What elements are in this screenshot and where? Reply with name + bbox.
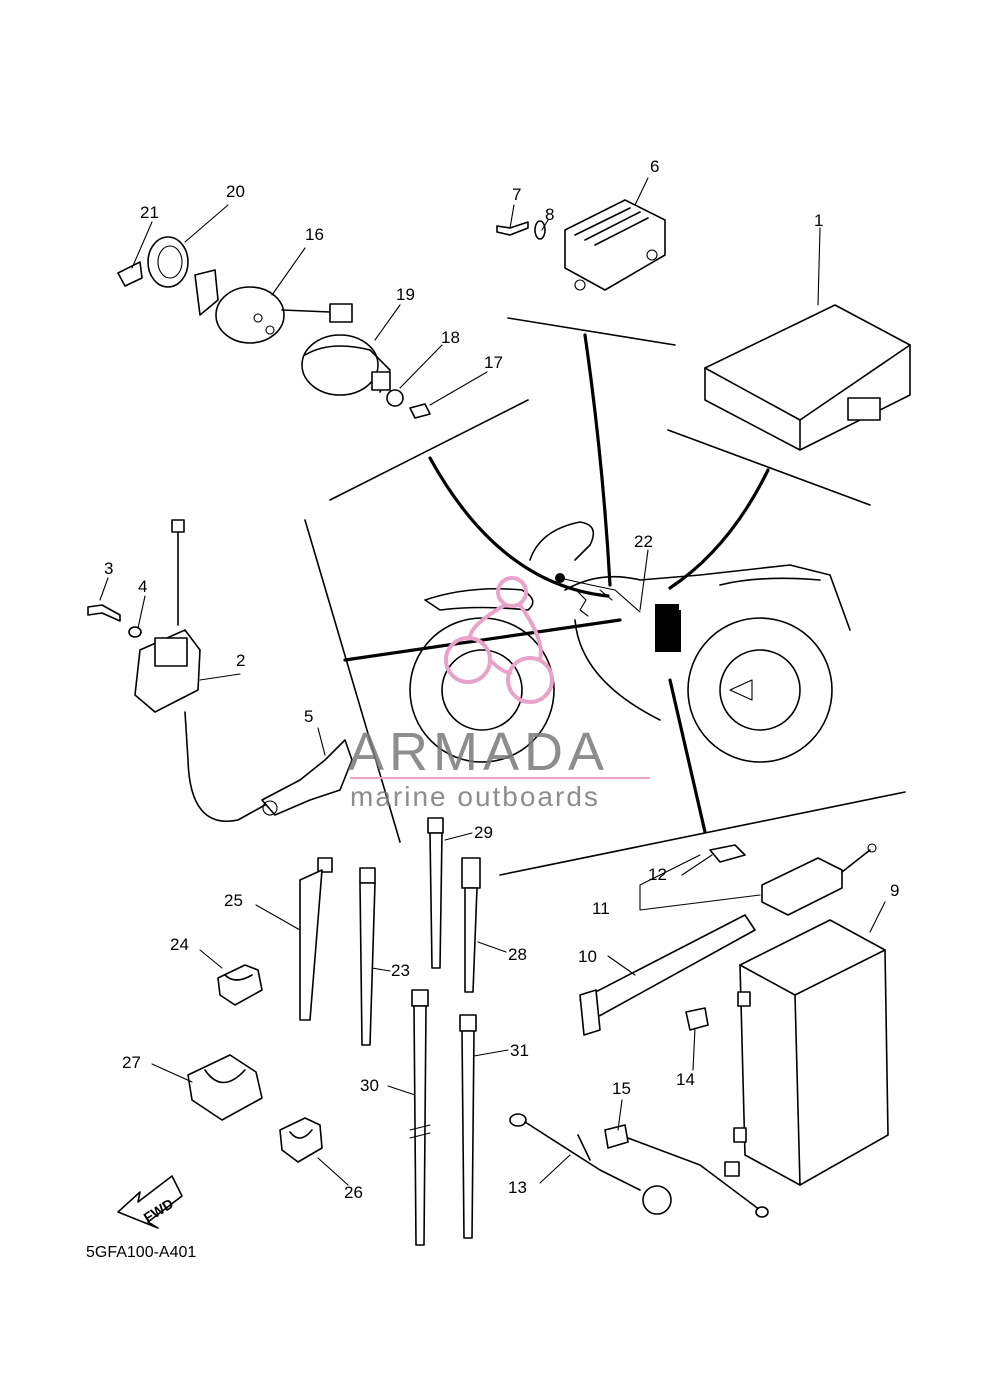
part-11-fuse-holder — [761, 843, 877, 916]
part-10-battery-band — [579, 914, 756, 1036]
callout-24: 24 — [170, 935, 189, 954]
part-21-cap — [117, 261, 143, 287]
part-26-clamp — [279, 1117, 323, 1163]
part-7-bolt — [496, 221, 529, 236]
part-24-clamp — [217, 964, 263, 1006]
callout-6: 6 — [650, 157, 659, 176]
callout-16: 16 — [305, 225, 324, 244]
callout-labels: 1 2 3 4 5 6 7 8 9 10 11 12 13 14 15 16 1… — [104, 157, 899, 1202]
watermark-tagline: marine outboards — [350, 781, 600, 812]
part-2-ignition-coil — [134, 519, 266, 822]
watermark: ARMADA marine outboards — [348, 576, 650, 812]
callout-20: 20 — [226, 182, 245, 201]
callout-21: 21 — [140, 203, 159, 222]
callout-28: 28 — [508, 945, 527, 964]
part-23-cable-tie — [359, 867, 376, 1046]
callout-14: 14 — [676, 1070, 695, 1089]
callout-30: 30 — [360, 1076, 379, 1095]
part-5-plug-cap — [261, 739, 353, 816]
callout-22: 22 — [634, 532, 653, 551]
callout-5: 5 — [304, 707, 313, 726]
callout-10: 10 — [578, 947, 597, 966]
callout-17: 17 — [484, 353, 503, 372]
callout-27: 27 — [122, 1053, 141, 1072]
motorcycle-outline — [304, 317, 906, 876]
callout-18: 18 — [441, 328, 460, 347]
callout-2: 2 — [236, 651, 245, 670]
part-18-washer — [386, 389, 404, 407]
part-29-cable-tie — [427, 817, 444, 969]
callout-7: 7 — [512, 185, 521, 204]
callout-13: 13 — [508, 1178, 527, 1197]
callout-19: 19 — [396, 285, 415, 304]
part-17-screw — [409, 403, 431, 419]
part-14-fuse — [685, 1007, 709, 1031]
part-3-bolt — [87, 604, 121, 622]
callout-15: 15 — [612, 1079, 631, 1098]
watermark-brand: ARMADA — [348, 722, 609, 782]
part-27-clamp — [187, 1054, 263, 1121]
part-1-cdi-unit — [704, 304, 911, 451]
callout-31: 31 — [510, 1041, 529, 1060]
part-25-cable-tie — [299, 857, 333, 1021]
propeller-logo-icon — [444, 576, 554, 704]
callout-26: 26 — [344, 1183, 363, 1202]
part-31-cable-tie — [459, 1014, 477, 1239]
part-8-washer — [534, 220, 546, 240]
part-4-washer — [128, 626, 142, 638]
callout-8: 8 — [545, 205, 554, 224]
part-16-main-switch — [194, 269, 353, 344]
part-9-battery — [733, 919, 889, 1186]
callout-25: 25 — [224, 891, 243, 910]
callout-3: 3 — [104, 559, 113, 578]
forward-direction-arrow: FWD — [117, 1175, 183, 1229]
callout-29: 29 — [474, 823, 493, 842]
callout-12: 12 — [648, 865, 667, 884]
part-30-cable-tie — [409, 989, 431, 1246]
part-28-band — [461, 857, 481, 993]
callout-4: 4 — [138, 577, 147, 596]
part-19-switch-cover — [301, 334, 391, 396]
callout-11: 11 — [592, 899, 610, 918]
callout-23: 23 — [391, 961, 410, 980]
part-6-rectifier-regulator — [564, 199, 666, 291]
part-13-battery-lead — [509, 1113, 672, 1215]
part-12-fuse — [709, 844, 746, 863]
callout-9: 9 — [890, 881, 899, 900]
leader-lines — [99, 177, 886, 1186]
part-20-grommet — [147, 236, 189, 288]
callout-1: 1 — [814, 211, 823, 230]
catalog-code: 5GFA100-A401 — [86, 1244, 196, 1261]
